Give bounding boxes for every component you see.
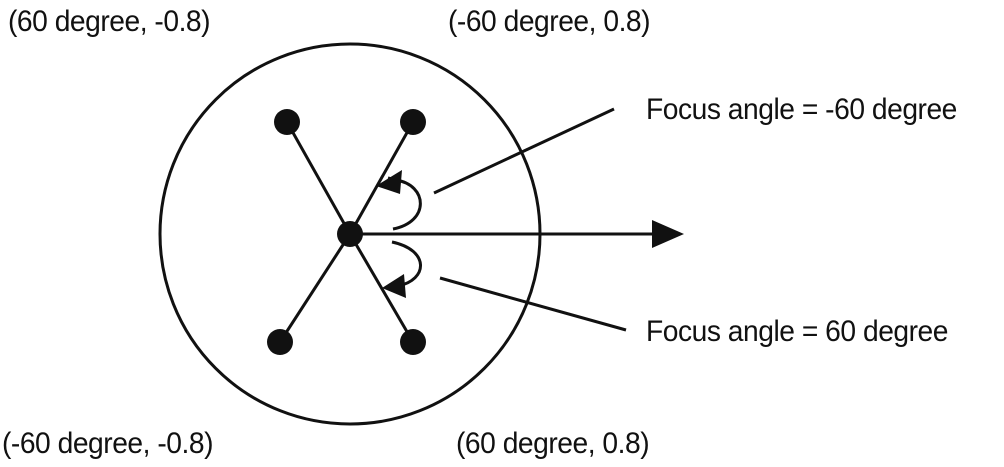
spoke-top-left bbox=[285, 121, 352, 235]
leader-line-negative bbox=[433, 107, 615, 195]
label-bottom-right: (60 degree, 0.8) bbox=[456, 427, 650, 460]
spoke-bottom-right bbox=[348, 233, 415, 343]
dot-bottom-right bbox=[400, 329, 426, 355]
dot-bottom-left bbox=[267, 329, 293, 355]
label-top-left: (60 degree, -0.8) bbox=[8, 5, 211, 38]
direction-arrowhead bbox=[652, 220, 684, 248]
annotation-focus-positive: Focus angle = 60 degree bbox=[646, 315, 948, 348]
dot-top-right bbox=[400, 109, 426, 135]
spoke-top-right bbox=[348, 121, 415, 235]
spoke-bottom-left bbox=[278, 233, 352, 343]
annotation-focus-negative: Focus angle = -60 degree bbox=[646, 93, 957, 126]
dot-top-left bbox=[274, 109, 300, 135]
center-dot bbox=[337, 221, 363, 247]
label-bottom-left: (-60 degree, -0.8) bbox=[2, 427, 213, 460]
angle-arrowhead-lower bbox=[382, 274, 406, 298]
angle-arrowhead-upper bbox=[376, 170, 402, 194]
label-top-right: (-60 degree, 0.8) bbox=[448, 5, 651, 38]
leader-line-positive bbox=[439, 276, 627, 332]
